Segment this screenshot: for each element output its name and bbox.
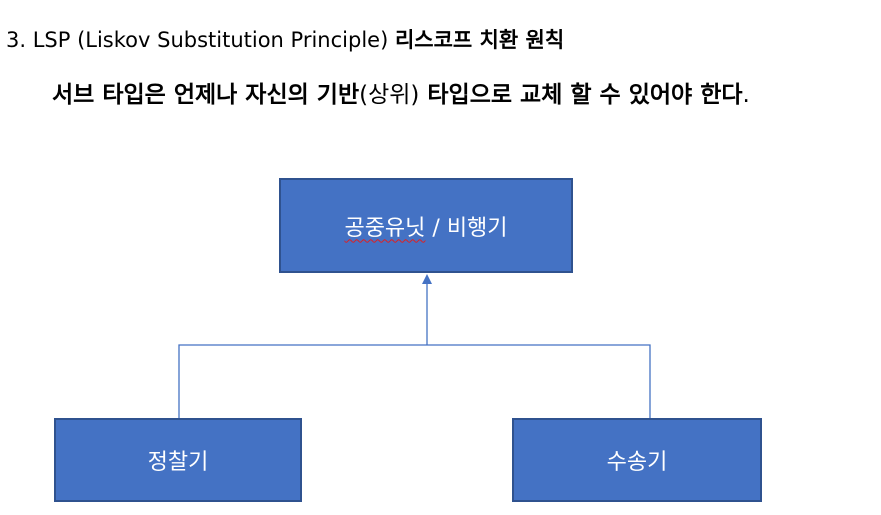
child-class-box-right[interactable]: 수송기 xyxy=(512,418,762,502)
parent-class-rest: / 비행기 xyxy=(425,215,508,241)
subheading-part1: 서브 타입은 언제나 자신의 기반 xyxy=(52,82,360,108)
child-class-label-right: 수송기 xyxy=(606,450,668,475)
child-class-label-left: 정찰기 xyxy=(147,450,209,475)
slide-subheading: 서브 타입은 언제나 자신의 기반(상위) 타입으로 교체 할 수 있어야 한다… xyxy=(52,78,750,112)
subheading-part4: . xyxy=(742,82,750,108)
parent-class-word: 공중유닛 xyxy=(344,215,426,241)
heading-prefix: 3. LSP (Liskov Substitution Principle) xyxy=(6,28,395,52)
connector-left-branch xyxy=(178,344,427,418)
subheading-part2: (상위) xyxy=(359,82,420,108)
slide-heading: 3. LSP (Liskov Substitution Principle) 리… xyxy=(6,24,564,56)
inheritance-arrow-head xyxy=(422,274,432,284)
connector-right-branch xyxy=(427,344,651,418)
parent-class-box[interactable]: 공중유닛 / 비행기 xyxy=(279,178,573,273)
heading-korean: 리스코프 치환 원칙 xyxy=(394,28,565,52)
child-class-box-left[interactable]: 정찰기 xyxy=(54,418,302,502)
subheading-part3: 타입으로 교체 할 수 있어야 한다 xyxy=(419,82,743,108)
